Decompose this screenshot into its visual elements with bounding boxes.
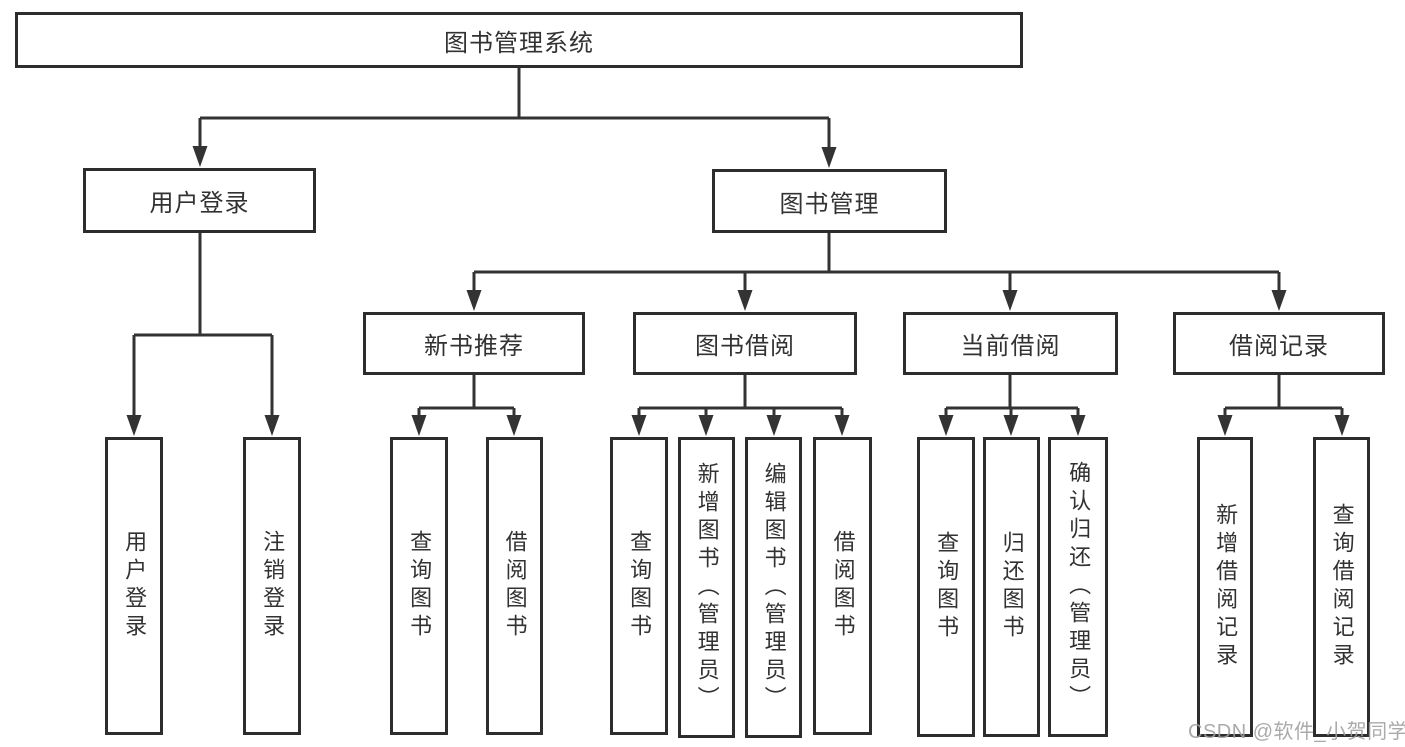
- node-user-login: 用户登录: [83, 168, 316, 233]
- arrowheads: [126, 146, 1350, 436]
- node-book-borrowing: 图书借阅: [633, 312, 857, 375]
- node-book-management-label: 图书管理: [779, 190, 880, 218]
- tree-edges: [132, 68, 1344, 420]
- leaf-logout: 注销登录: [243, 437, 301, 735]
- leaf-query-borrow-record-label: 查询借阅记录: [1329, 503, 1355, 671]
- leaf-query-books-2: 查询图书: [610, 437, 668, 735]
- leaf-add-borrow-record: 新增借阅记录: [1197, 437, 1253, 737]
- leaf-logout-label: 注销登录: [260, 530, 286, 642]
- node-book-borrowing-label: 图书借阅: [695, 333, 795, 360]
- leaf-borrow-books-1-label: 借阅图书: [502, 530, 528, 642]
- leaf-confirm-return-admin: 确认归还（管理员）: [1048, 437, 1108, 737]
- node-current-borrowing-label: 当前借阅: [960, 333, 1061, 360]
- leaf-user-login: 用户登录: [105, 437, 163, 735]
- node-borrow-records-label: 借阅记录: [1229, 333, 1329, 360]
- leaf-user-login-label: 用户登录: [122, 530, 148, 642]
- node-borrow-records: 借阅记录: [1173, 312, 1385, 375]
- leaf-confirm-return-admin-label: 确认归还（管理员）: [1066, 461, 1092, 713]
- node-root-label: 图书管理系统: [444, 29, 594, 57]
- leaf-edit-book-admin-label: 编辑图书（管理员）: [761, 461, 787, 714]
- leaf-add-book-admin-label: 新增图书（管理员）: [694, 461, 720, 714]
- leaf-return-book-label: 归还图书: [999, 531, 1025, 643]
- leaf-add-book-admin: 新增图书（管理员）: [678, 437, 735, 738]
- watermark-text: CSDN @软件_小贺同学: [1188, 721, 1405, 743]
- leaf-query-books-1: 查询图书: [390, 437, 448, 735]
- leaf-borrow-books-1: 借阅图书: [486, 437, 543, 735]
- leaf-add-borrow-record-label: 新增借阅记录: [1213, 503, 1239, 671]
- node-new-book-recommend: 新书推荐: [363, 312, 585, 375]
- node-new-book-recommend-label: 新书推荐: [424, 333, 524, 360]
- leaf-query-books-1-label: 查询图书: [407, 530, 433, 642]
- leaf-query-books-3: 查询图书: [917, 437, 975, 737]
- leaf-borrow-books-2-label: 借阅图书: [830, 530, 856, 642]
- node-root: 图书管理系统: [15, 12, 1023, 68]
- leaf-query-books-3-label: 查询图书: [934, 531, 960, 643]
- leaf-return-book: 归还图书: [983, 437, 1040, 737]
- leaf-query-books-2-label: 查询图书: [627, 530, 653, 642]
- node-current-borrowing: 当前借阅: [903, 312, 1118, 375]
- node-user-login-label: 用户登录: [149, 190, 250, 217]
- leaf-borrow-books-2: 借阅图书: [813, 437, 872, 735]
- leaf-edit-book-admin: 编辑图书（管理员）: [745, 437, 802, 738]
- node-book-management: 图书管理: [712, 169, 947, 233]
- leaf-query-borrow-record: 查询借阅记录: [1313, 437, 1370, 737]
